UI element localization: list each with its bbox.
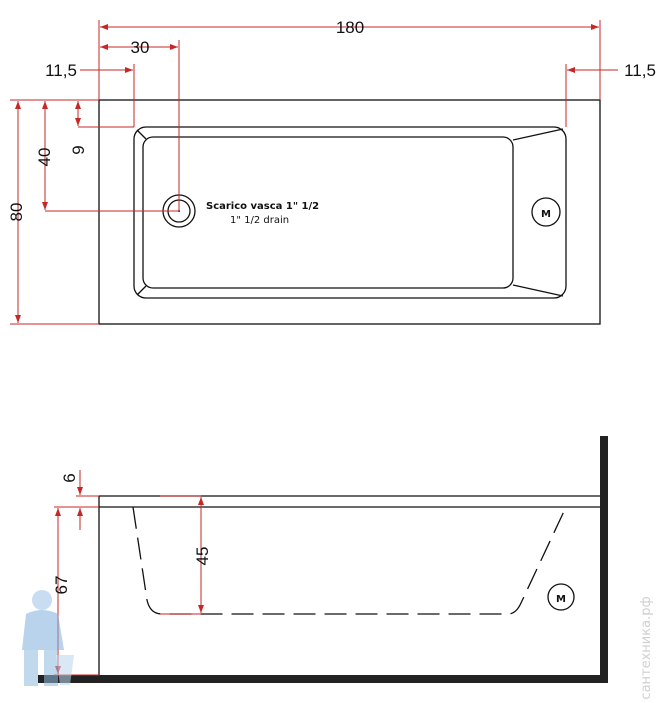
wall: [600, 436, 608, 683]
dim-rim-right: 11,5: [624, 61, 656, 80]
dim-drain-offset: 30: [131, 38, 150, 57]
side-view: M 6 67 45: [38, 436, 608, 683]
drain-label-en: 1" 1/2 drain: [230, 215, 289, 226]
dim-width: 80: [7, 203, 26, 222]
tub-outline: [98, 99, 601, 325]
dim-depth: 45: [193, 547, 212, 566]
dim-rim-height: 6: [60, 473, 79, 482]
drain-label-it: Scarico vasca 1" 1/2: [206, 201, 319, 212]
dim-rim-front: 9: [69, 145, 88, 154]
dim-rim-left: 11,5: [45, 61, 77, 80]
dimensions-side: 6 67 45: [52, 470, 212, 676]
basin-profile: [132, 506, 567, 615]
plumber-mascot-icon: [22, 590, 74, 686]
watermark: сантехника.рф: [639, 596, 654, 699]
motor-icon: [531, 197, 561, 227]
rim-inner: [133, 126, 567, 299]
motor-icon-side: [547, 583, 575, 611]
basin: [142, 136, 514, 289]
motor-symbol-side: M: [556, 594, 566, 605]
dim-drain-depth: 40: [35, 148, 54, 167]
floor: [38, 675, 608, 683]
dimensions-top: 180 30 11,5 11,5 80 40 9: [7, 18, 656, 325]
dim-length: 180: [336, 18, 364, 37]
dim-total-height: 67: [52, 576, 71, 595]
top-view: Scarico vasca 1" 1/2 1" 1/2 drain M 180 …: [7, 18, 656, 325]
motor-symbol: M: [541, 209, 551, 220]
